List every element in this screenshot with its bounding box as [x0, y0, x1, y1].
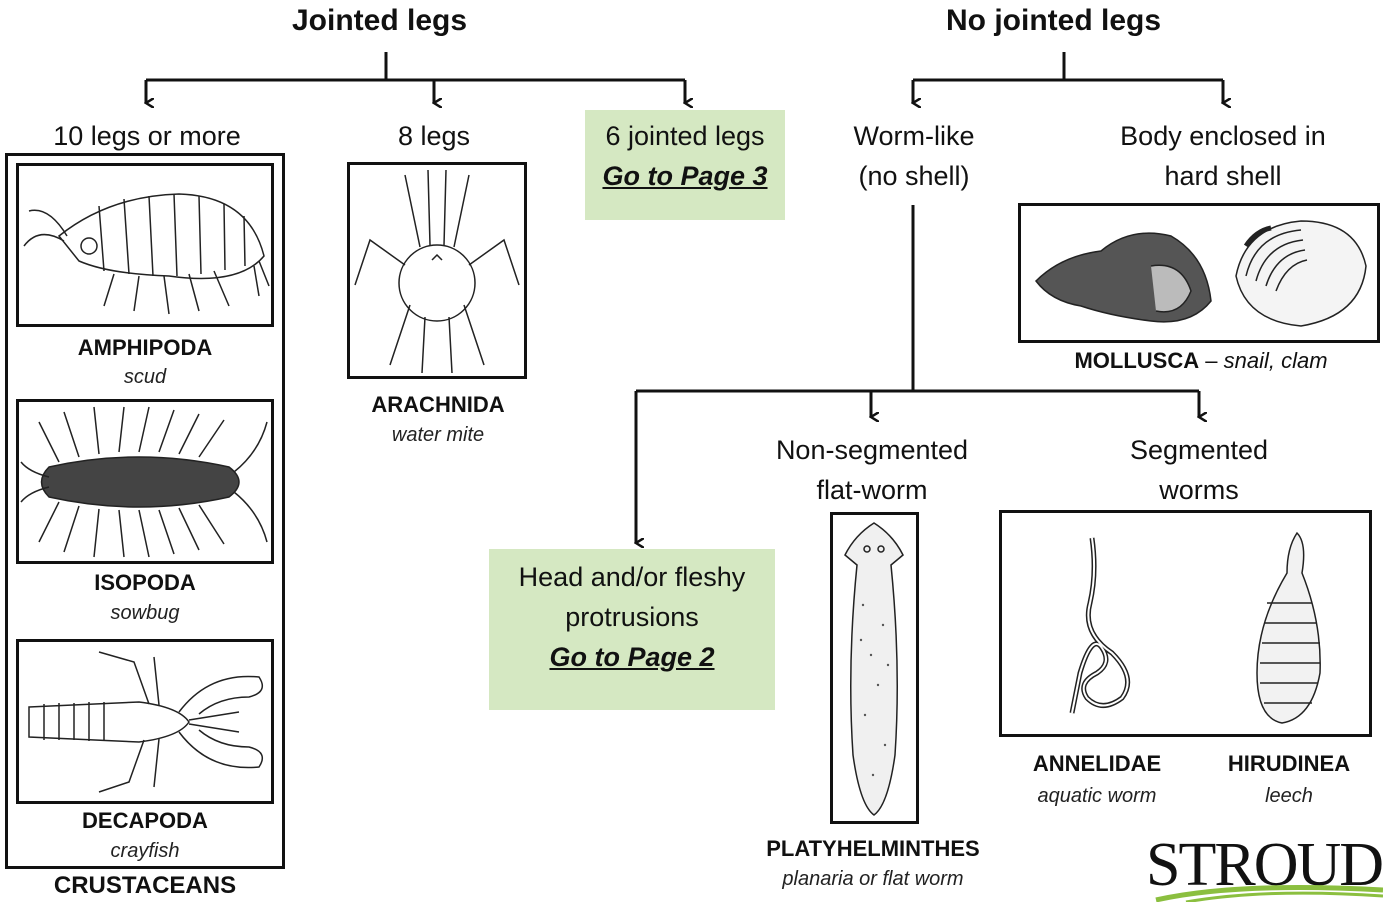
segmented-line1: Segmented	[1090, 430, 1308, 470]
arachnida-illustration	[347, 162, 527, 379]
six-legs-box: 6 jointed legs Go to Page 3	[585, 110, 785, 220]
label-six-legs: 6 jointed legs	[585, 116, 785, 156]
annelidae-name: ANNELIDAE	[1002, 751, 1192, 777]
go-to-page-2-link[interactable]: Go to Page 2	[489, 637, 775, 677]
mollusca-illustration	[1018, 203, 1380, 343]
head-fleshy-line2: protrusions	[489, 597, 775, 637]
hard-shell-line1: Body enclosed in	[1080, 116, 1366, 156]
head-fleshy-box: Head and/or fleshy protrusions Go to Pag…	[489, 549, 775, 710]
annelidae-common: aquatic worm	[1002, 785, 1192, 808]
amphipoda-name: AMPHIPODA	[16, 335, 274, 361]
label-eight-legs: 8 legs	[334, 116, 534, 156]
decapoda-illustration	[16, 639, 274, 804]
stroud-logo-swoosh	[1146, 882, 1383, 902]
flatworm-line2: flat-worm	[754, 470, 990, 510]
decapoda-common: crayfish	[16, 840, 274, 863]
head-fleshy-line1: Head and/or fleshy	[489, 557, 775, 597]
go-to-page-3-link[interactable]: Go to Page 3	[585, 156, 785, 196]
worm-like-line2: (no shell)	[826, 156, 1002, 196]
platyhelminthes-common: planaria or flat worm	[740, 868, 1006, 891]
hirudinea-name: HIRUDINEA	[1204, 751, 1374, 777]
platyhelminthes-name: PLATYHELMINTHES	[740, 836, 1006, 862]
hard-shell-line2: hard shell	[1080, 156, 1366, 196]
mollusca-name: MOLLUSCA	[1074, 348, 1199, 373]
mollusca-common: snail, clam	[1224, 348, 1328, 373]
arachnida-common: water mite	[334, 424, 542, 447]
label-worm-like: Worm-like (no shell)	[826, 116, 1002, 196]
heading-jointed-legs: Jointed legs	[292, 4, 467, 38]
crustaceans-group-name: CRUSTACEANS	[5, 872, 285, 900]
hirudinea-common: leech	[1204, 785, 1374, 808]
isopoda-common: sowbug	[16, 602, 274, 625]
mollusca-caption: MOLLUSCA – snail, clam	[1020, 348, 1382, 374]
heading-no-jointed-legs: No jointed legs	[946, 4, 1161, 38]
flatworm-line1: Non-segmented	[754, 430, 990, 470]
label-flatworm: Non-segmented flat-worm	[754, 430, 990, 510]
isopoda-name: ISOPODA	[16, 570, 274, 596]
segmented-line2: worms	[1090, 470, 1308, 510]
segmented-worms-illustration	[999, 510, 1372, 737]
platyhelminthes-illustration	[830, 512, 919, 824]
decapoda-name: DECAPODA	[16, 808, 274, 834]
amphipoda-common: scud	[16, 366, 274, 389]
stroud-logo: STROUD	[1146, 836, 1383, 902]
isopoda-illustration	[16, 399, 274, 564]
amphipoda-illustration	[16, 163, 274, 327]
arachnida-name: ARACHNIDA	[334, 392, 542, 418]
label-ten-legs: 10 legs or more	[22, 116, 272, 156]
label-segmented: Segmented worms	[1090, 430, 1308, 510]
label-hard-shell: Body enclosed in hard shell	[1080, 116, 1366, 196]
worm-like-line1: Worm-like	[826, 116, 1002, 156]
mollusca-separator: –	[1199, 348, 1223, 373]
